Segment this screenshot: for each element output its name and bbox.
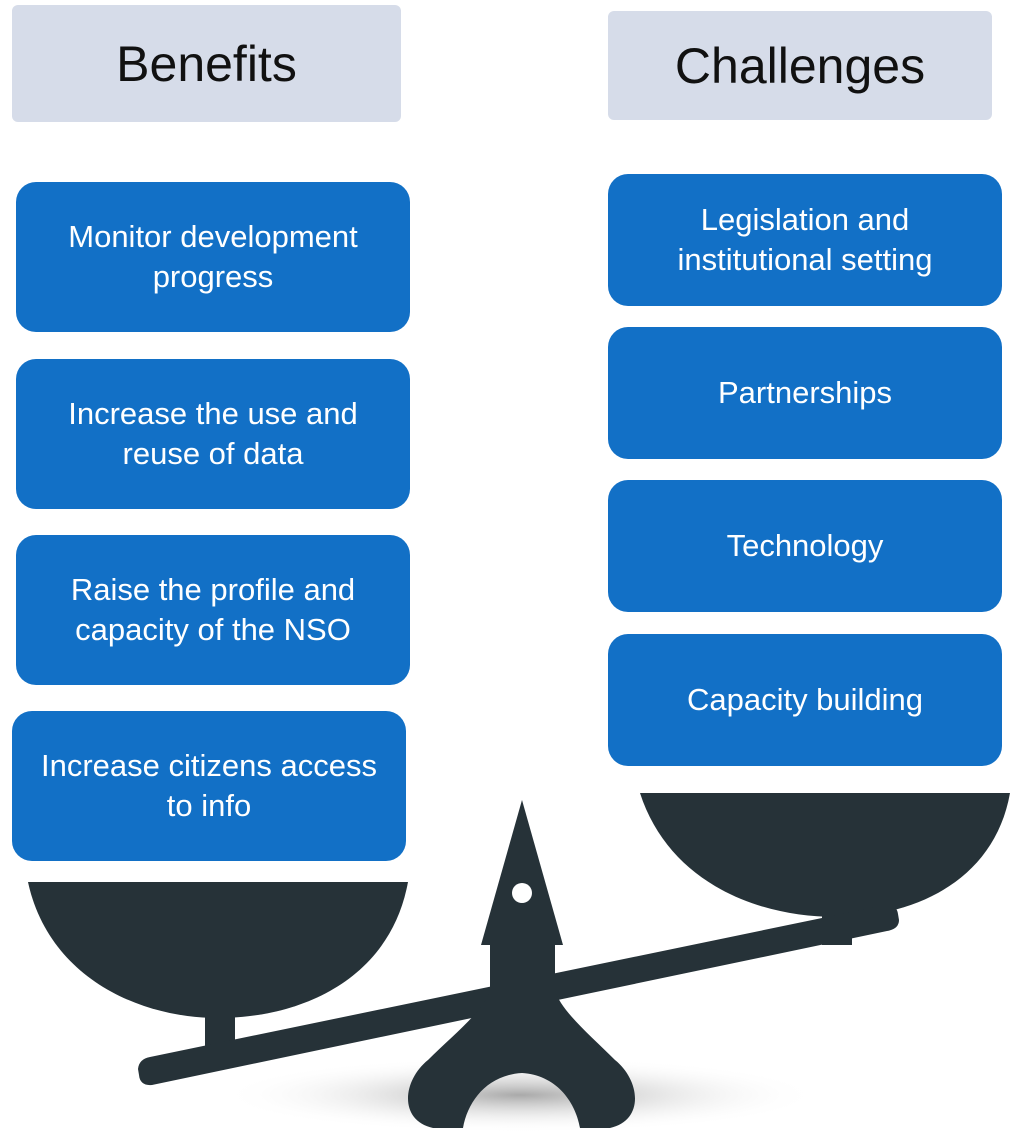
benefit-item: Raise the profile and capacity of the NS… bbox=[16, 535, 410, 685]
challenge-item: Capacity building bbox=[608, 634, 1002, 766]
pivot bbox=[481, 800, 563, 945]
challenge-item: Partnerships bbox=[608, 327, 1002, 459]
stand bbox=[408, 945, 635, 1128]
base-shadow bbox=[220, 1057, 820, 1133]
benefits-heading: Benefits bbox=[12, 5, 401, 122]
challenge-item: Legislation and institutional setting bbox=[608, 174, 1002, 306]
pivot-hole bbox=[512, 883, 532, 903]
challenge-item: Technology bbox=[608, 480, 1002, 612]
challenges-heading: Challenges bbox=[608, 11, 992, 120]
right-pan bbox=[640, 793, 1010, 917]
benefit-item: Increase citizens access to info bbox=[12, 711, 406, 861]
benefit-item: Monitor development progress bbox=[16, 182, 410, 332]
left-pan bbox=[28, 882, 408, 1018]
benefit-item: Increase the use and reuse of data bbox=[16, 359, 410, 509]
